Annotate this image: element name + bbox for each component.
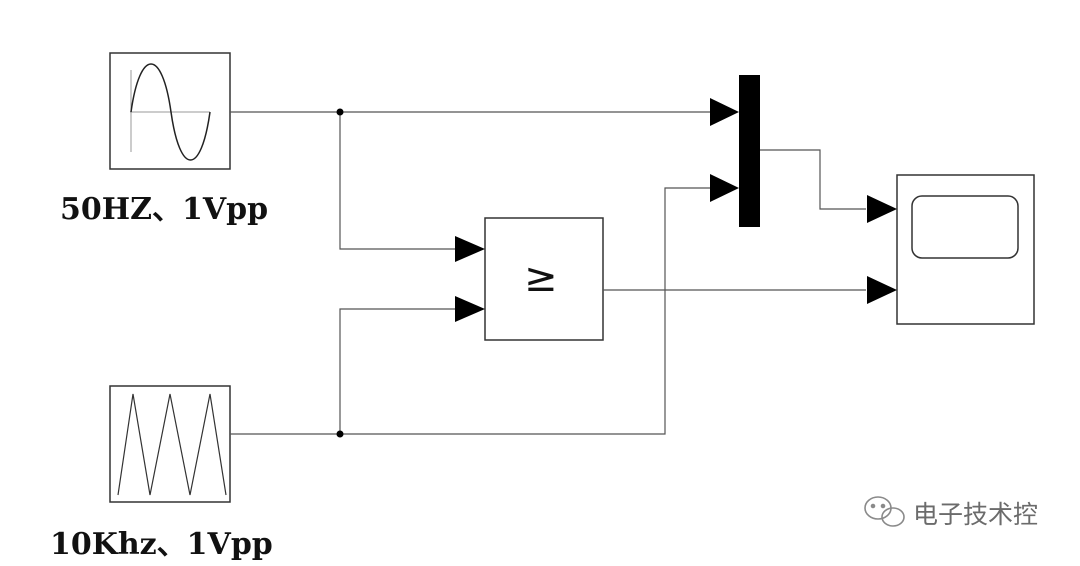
comparator-input-arrow-2 xyxy=(455,296,485,322)
junction-dot-sine xyxy=(336,108,344,116)
wire-sine-to-comparator xyxy=(339,112,455,250)
wechat-icon xyxy=(864,496,905,527)
wire-triangle-to-comparator xyxy=(230,308,455,435)
triangle-wave-source-block[interactable] xyxy=(109,385,231,503)
wire-triangle-to-mux xyxy=(340,187,712,435)
sine-wave-source-block[interactable] xyxy=(109,52,231,170)
watermark-text: 电子技术控 xyxy=(913,500,1039,529)
comparator-input-arrow-1 xyxy=(455,236,485,262)
comparator-block[interactable] xyxy=(484,217,604,341)
sine-source-label: 50HZ、1Vpp xyxy=(60,192,269,227)
sine-wave-icon xyxy=(130,63,211,161)
scope-block[interactable] xyxy=(896,174,1035,325)
scope-screen-icon xyxy=(911,195,1019,259)
mux-bar-block[interactable] xyxy=(739,75,760,227)
comparator-ge-icon: ≥ xyxy=(524,255,558,301)
mux-input-arrow-2 xyxy=(710,174,739,202)
junction-dot-triangle xyxy=(336,430,344,438)
wire-mux-to-scope xyxy=(760,149,866,210)
scope-input-arrow-2 xyxy=(867,276,897,304)
triangle-source-label: 10Khz、1Vpp xyxy=(50,527,273,562)
triangle-wave-icon xyxy=(117,393,227,496)
scope-input-arrow-1 xyxy=(867,195,897,223)
signal-wires xyxy=(230,111,866,435)
mux-input-arrow-1 xyxy=(710,98,739,126)
